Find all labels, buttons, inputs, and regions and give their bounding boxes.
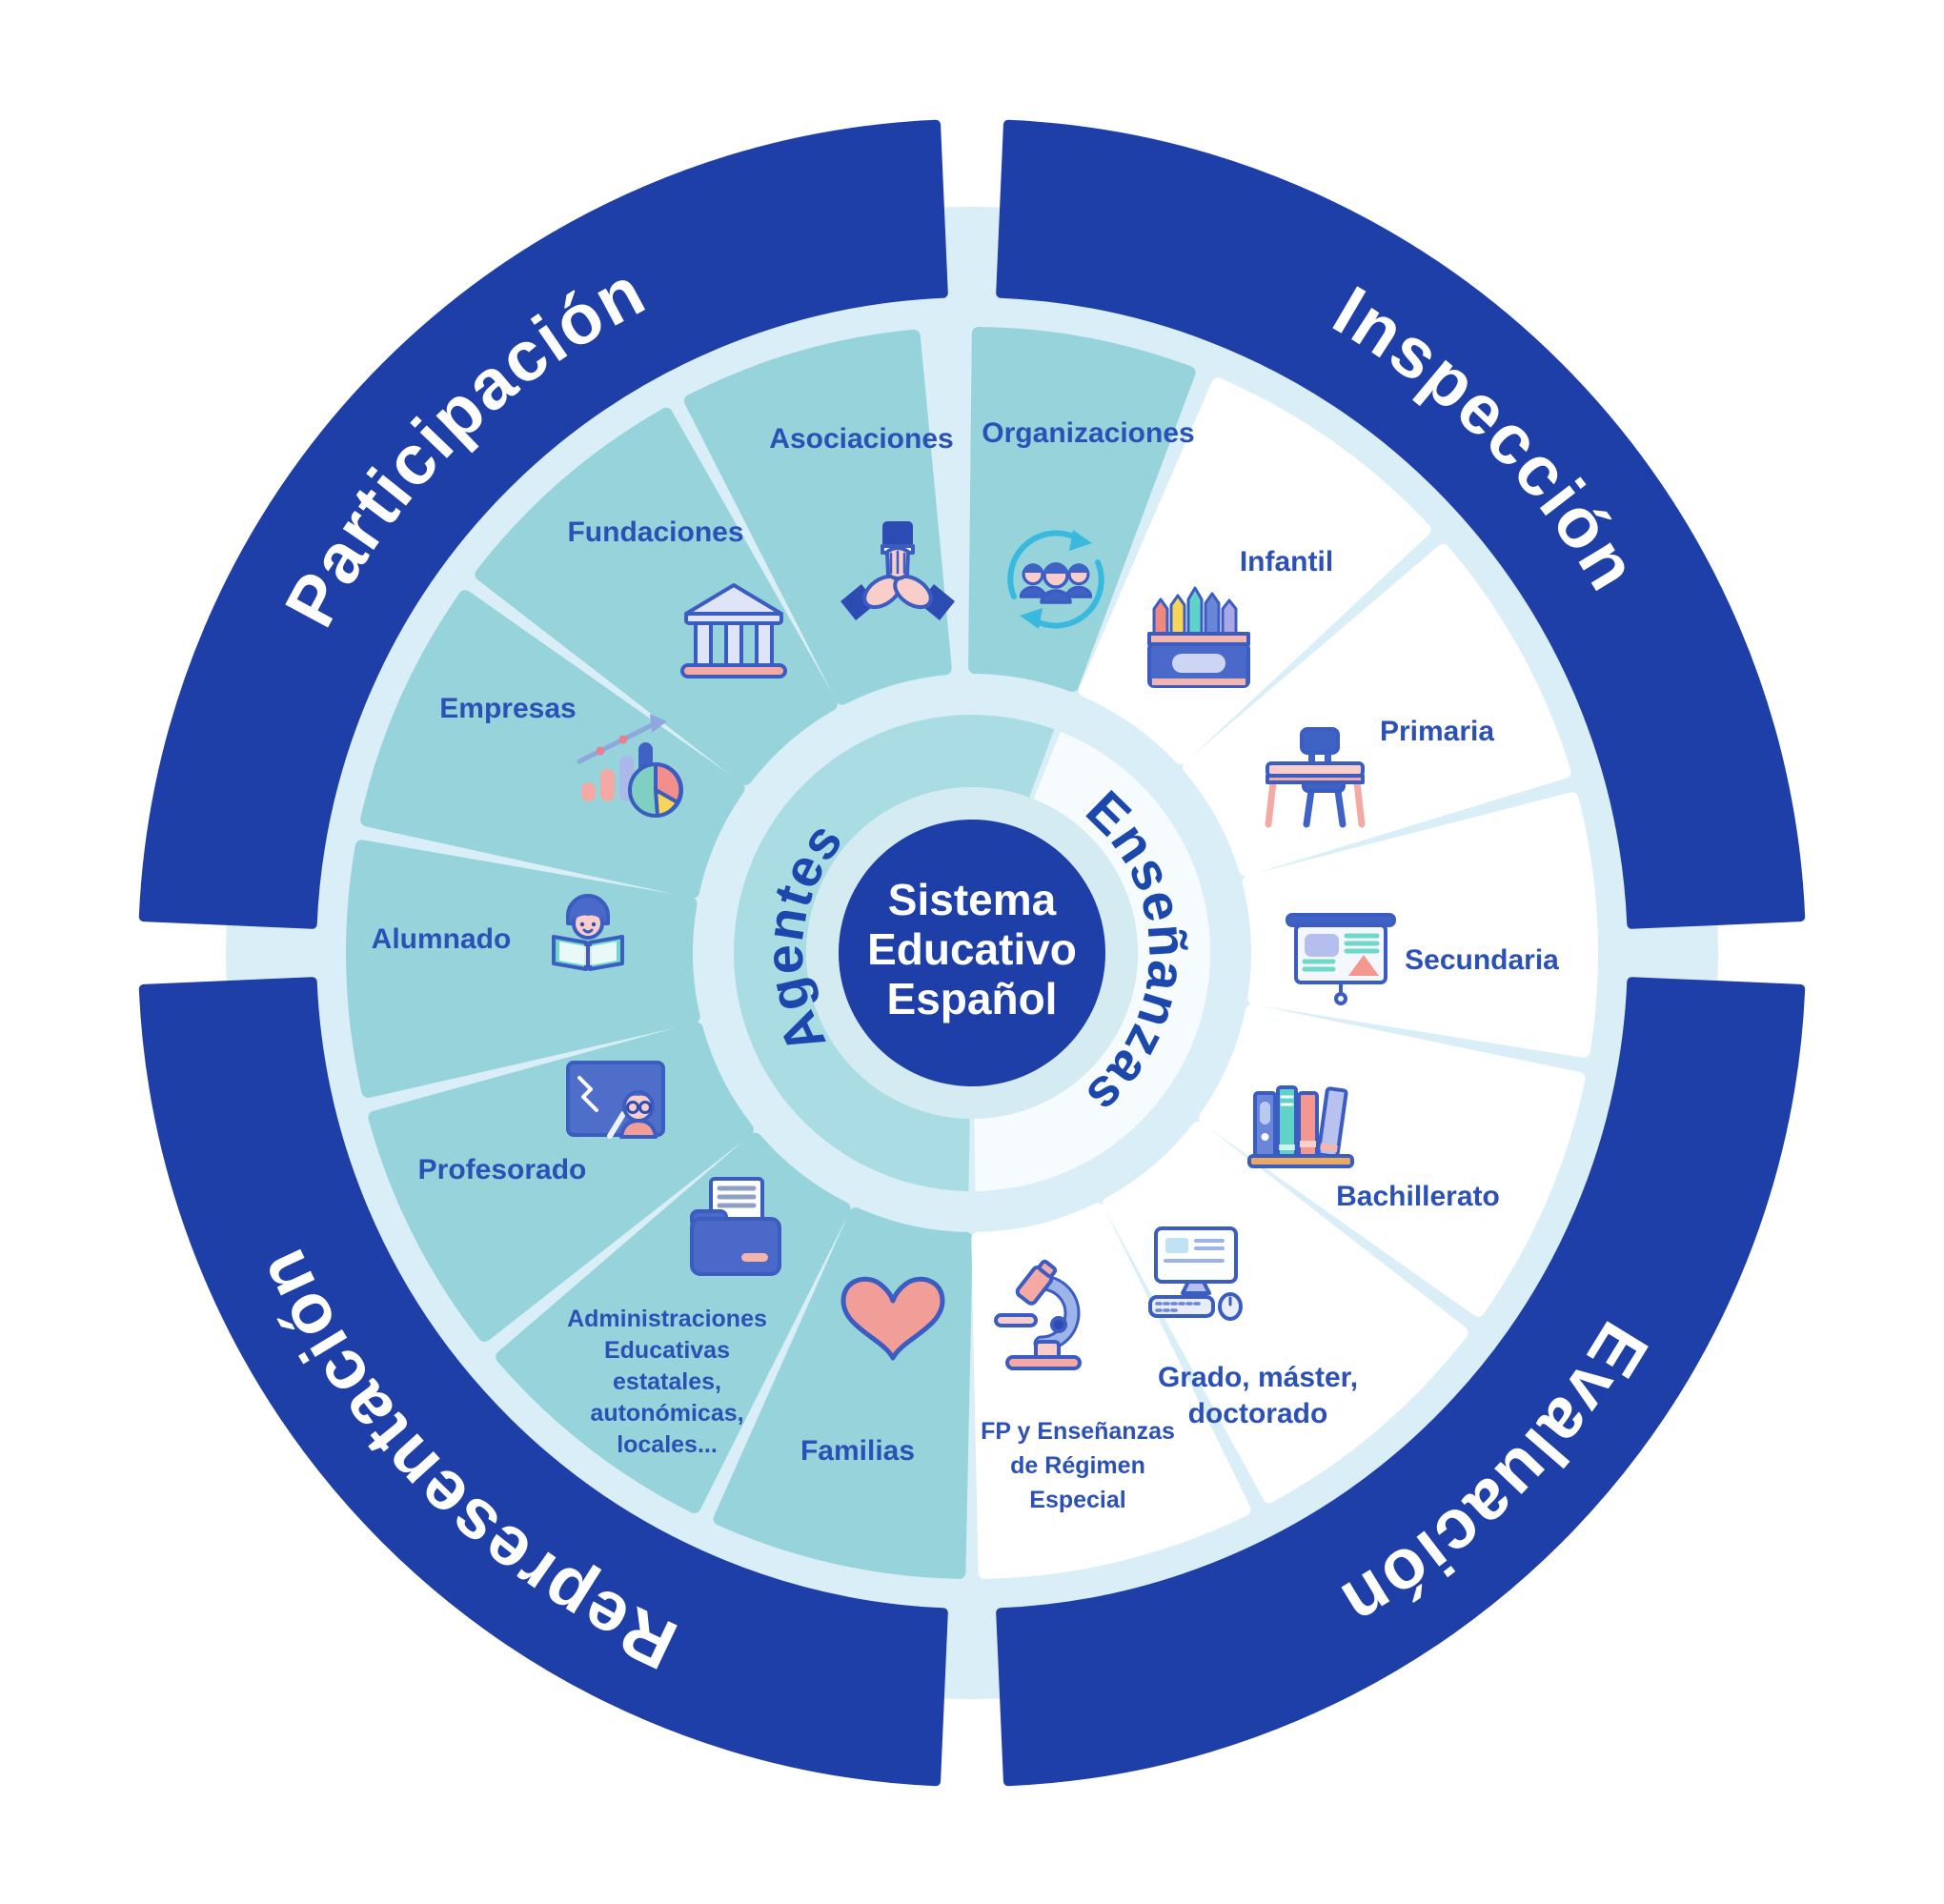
label-organizaciones: Organizaciones xyxy=(982,417,1194,449)
label-infantil: Infantil xyxy=(1240,546,1333,577)
wedge-bachillerato xyxy=(1199,1003,1586,1317)
bank-icon xyxy=(680,583,787,679)
label-primaria: Primaria xyxy=(1380,716,1494,747)
label-grado-line1: Grado, máster, xyxy=(1158,1362,1358,1393)
label-fp-line3: Especial xyxy=(1029,1487,1125,1513)
center-title-line3: Español xyxy=(887,974,1058,1023)
folder-icon xyxy=(690,1177,781,1276)
people-cycle-icon xyxy=(1007,530,1104,629)
heart-icon xyxy=(840,1277,945,1361)
wedge-primaria xyxy=(1183,543,1571,877)
label-fp-line2: de Régimen xyxy=(1010,1452,1145,1479)
center-title-line1: Sistema xyxy=(888,875,1057,924)
label-empresas: Empresas xyxy=(439,693,576,724)
item-labels: Familias Administraciones Educativas est… xyxy=(372,417,1560,1513)
teacher-icon xyxy=(566,1061,665,1139)
wedge-fundaciones xyxy=(475,407,838,785)
wedge-fp xyxy=(971,1203,1251,1579)
computer-icon xyxy=(1148,1226,1243,1321)
label-fp-line1: FP y Enseñanzas xyxy=(981,1418,1175,1445)
wedge-grado xyxy=(1103,1121,1468,1504)
crayons-icon xyxy=(1147,586,1250,688)
label-administraciones-line2: Educativas xyxy=(604,1337,730,1364)
wedges xyxy=(346,327,1598,1579)
label-fundaciones: Fundaciones xyxy=(567,517,743,548)
hub-half-agentes xyxy=(733,715,1055,1191)
outer-ring-segment-representacion xyxy=(138,977,948,1787)
label-administraciones-line4: autonómicas, xyxy=(590,1400,743,1427)
label-bachillerato: Bachillerato xyxy=(1336,1181,1500,1212)
books-icon xyxy=(1247,1085,1354,1168)
label-grado-line2: doctorado xyxy=(1188,1398,1328,1429)
microscope-icon xyxy=(994,1259,1082,1370)
hub-half-ensenanzas xyxy=(974,731,1211,1191)
label-asociaciones: Asociaciones xyxy=(769,423,953,455)
outer-ring xyxy=(138,119,1806,1787)
wedge-empresas xyxy=(360,590,745,899)
presentation-screen-icon xyxy=(1286,913,1396,1005)
center-title-line2: Educativo xyxy=(867,924,1077,974)
icons xyxy=(552,521,1396,1370)
outer-ring-segment-evaluacion xyxy=(996,977,1806,1787)
outer-ring-segment-participacion xyxy=(138,119,948,929)
label-secundaria: Secundaria xyxy=(1405,944,1559,976)
label-familias: Familias xyxy=(800,1435,915,1467)
growth-chart-icon xyxy=(577,714,683,818)
label-administraciones-line1: Administraciones xyxy=(567,1306,767,1332)
outer-ring-segment-inspeccion xyxy=(996,119,1806,929)
label-administraciones-line3: estatales, xyxy=(613,1368,721,1395)
school-desk-icon xyxy=(1265,727,1366,828)
hub: Sistema Educativo Español Agentes Enseña… xyxy=(733,715,1211,1191)
label-administraciones-line5: locales... xyxy=(617,1431,718,1458)
student-icon xyxy=(552,894,624,971)
wedge-secundaria xyxy=(1242,792,1598,1058)
hands-together-icon xyxy=(840,521,955,620)
label-alumnado: Alumnado xyxy=(372,923,512,955)
label-profesorado: Profesorado xyxy=(418,1154,587,1185)
center-circle xyxy=(839,820,1105,1086)
